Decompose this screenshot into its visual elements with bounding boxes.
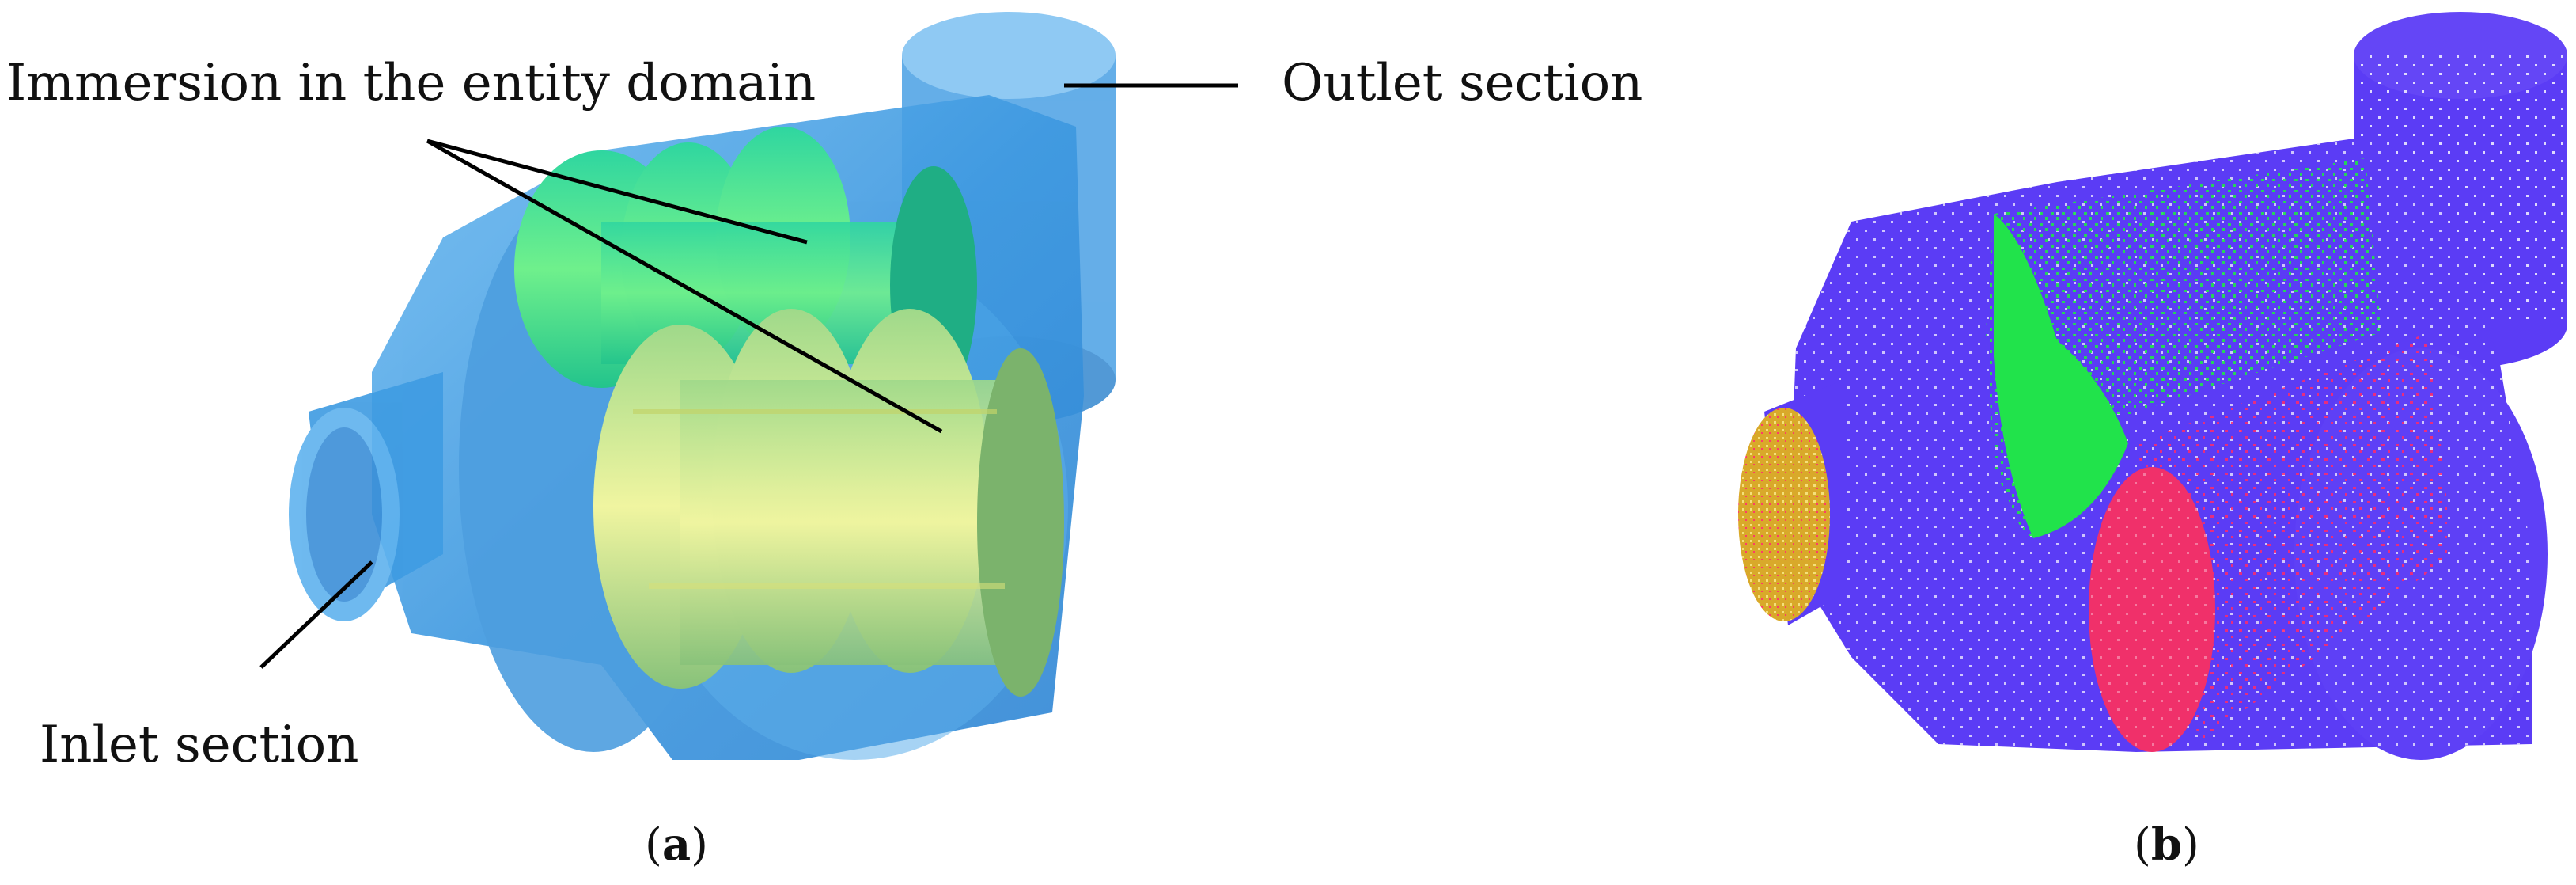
red-region xyxy=(2089,332,2453,752)
outlet-label: Outlet section xyxy=(1282,54,1643,112)
caption-b-letter: b xyxy=(2150,819,2183,871)
panel-a-model xyxy=(259,12,1238,760)
immersion-leader-1 xyxy=(426,139,808,245)
lower-rotor xyxy=(593,309,1064,697)
inlet-leader xyxy=(259,560,373,669)
inlet-label: Inlet section xyxy=(40,716,359,774)
callout-lines xyxy=(259,83,1238,669)
inlet-tube xyxy=(289,372,443,621)
caption-a-letter: a xyxy=(661,819,691,871)
caption-a: (a) xyxy=(645,819,709,871)
inlet-face xyxy=(1738,408,1830,621)
immersion-label: Immersion in the entity domain xyxy=(6,54,816,112)
caption-b: (b) xyxy=(2134,819,2199,871)
immersion-leader-2 xyxy=(426,139,943,434)
point-cloud-inlet xyxy=(1738,380,1843,625)
panel-b-point-cloud xyxy=(1738,12,2567,760)
green-region xyxy=(1986,158,2381,538)
